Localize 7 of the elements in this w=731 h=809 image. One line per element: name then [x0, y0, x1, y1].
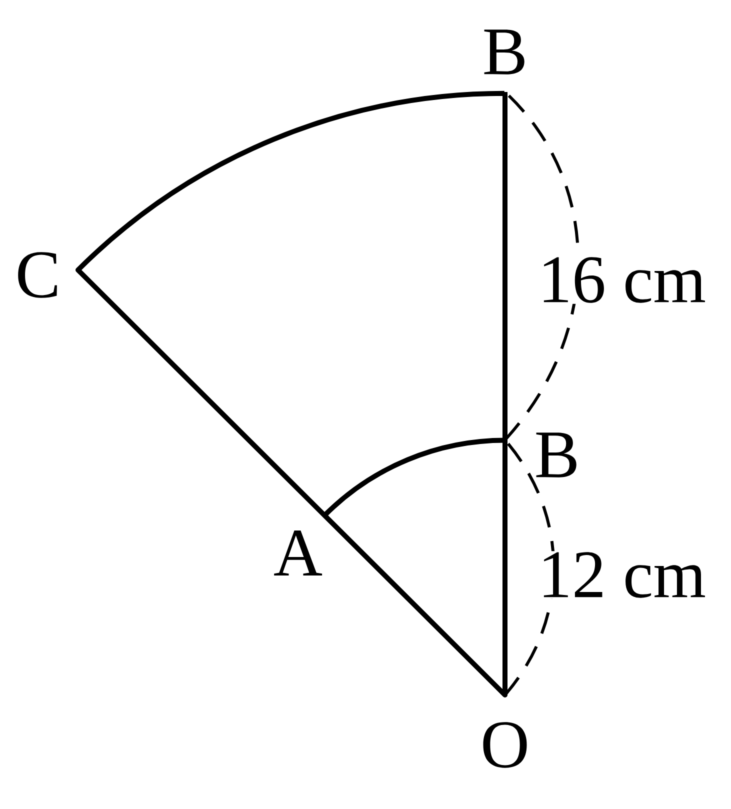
point-label: C: [14, 251, 62, 299]
point-label: O: [479, 721, 531, 769]
dimension-label: 16 cm: [536, 256, 708, 304]
point-label: A: [272, 530, 324, 576]
dimension-label: 12 cm: [536, 551, 708, 599]
point-label: B: [481, 28, 529, 76]
point-label: B: [533, 432, 581, 478]
